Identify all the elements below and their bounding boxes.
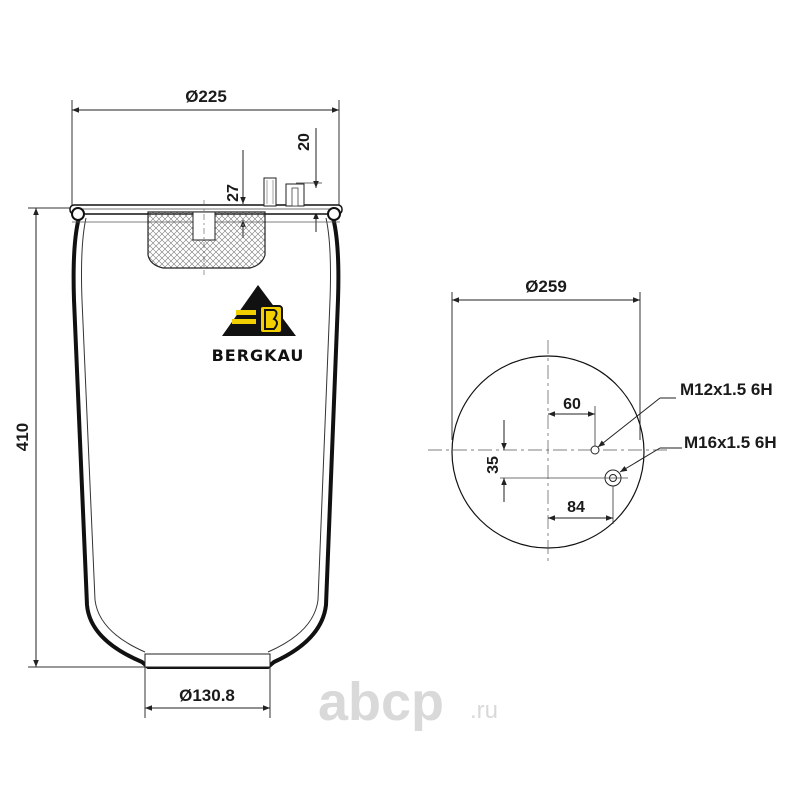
- thread-m12-label: M12x1.5 6H: [680, 380, 773, 399]
- leader-m16: [619, 447, 661, 473]
- top-view-diameter-label: Ø259: [525, 277, 567, 296]
- watermark-suffix: .ru: [470, 697, 498, 724]
- piston-opening: [144, 653, 271, 668]
- offset-y-label: 35: [485, 456, 502, 474]
- logo-stripe: [232, 319, 256, 324]
- stud-height-label: 20: [296, 133, 313, 151]
- leader-m12: [597, 397, 661, 448]
- hole-m12: [590, 445, 600, 455]
- thread-m16-label: M16x1.5 6H: [684, 433, 777, 452]
- logo-text: BERGKAU: [212, 346, 305, 365]
- stud-small: [263, 177, 277, 207]
- offset-large-label: 84: [567, 499, 585, 516]
- watermark: abcp .ru: [318, 672, 498, 732]
- top-view: Ø259 60 35 84 M12x1.5 6H M16x1.5 6H: [428, 277, 777, 565]
- stud-large-bore: [291, 187, 299, 207]
- watermark-text: abcp: [318, 672, 444, 732]
- bergkau-logo: BERGKAU: [212, 285, 305, 365]
- bottom-diameter-label: Ø130.8: [179, 686, 235, 705]
- logo-b-letter: [264, 309, 278, 330]
- bellows-outer-wall: [71, 213, 341, 669]
- logo-stripe: [236, 310, 256, 315]
- offset-small-label: 60: [563, 396, 581, 413]
- height-label: 410: [13, 423, 32, 451]
- insert-depth-label: 27: [225, 184, 242, 202]
- top-diameter-label: Ø225: [185, 87, 227, 106]
- bellows-inner-wall-left: [81, 217, 146, 653]
- insert-bore: [192, 211, 216, 241]
- side-view: Ø225 410 Ø130.8 20 27: [13, 87, 343, 718]
- bellows-inner-wall-right: [267, 217, 331, 653]
- bead-right: [327, 207, 341, 221]
- bead-left: [71, 207, 85, 221]
